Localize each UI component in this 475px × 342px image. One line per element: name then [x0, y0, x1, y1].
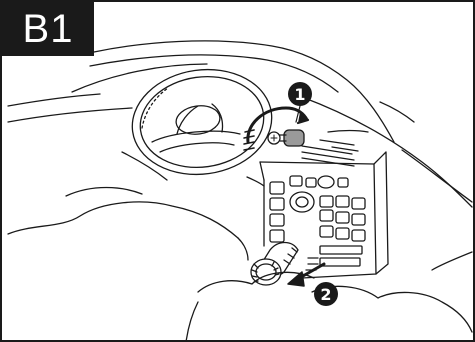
air-vent — [302, 131, 368, 167]
ignition-key — [268, 130, 304, 146]
callout-2: 2 — [314, 282, 338, 306]
step-label: B1 — [23, 7, 74, 52]
callout-1-number: 1 — [294, 85, 305, 104]
seat-outline — [8, 188, 472, 342]
callout-2-number: 2 — [320, 285, 331, 304]
step-badge: B1 — [2, 2, 94, 56]
